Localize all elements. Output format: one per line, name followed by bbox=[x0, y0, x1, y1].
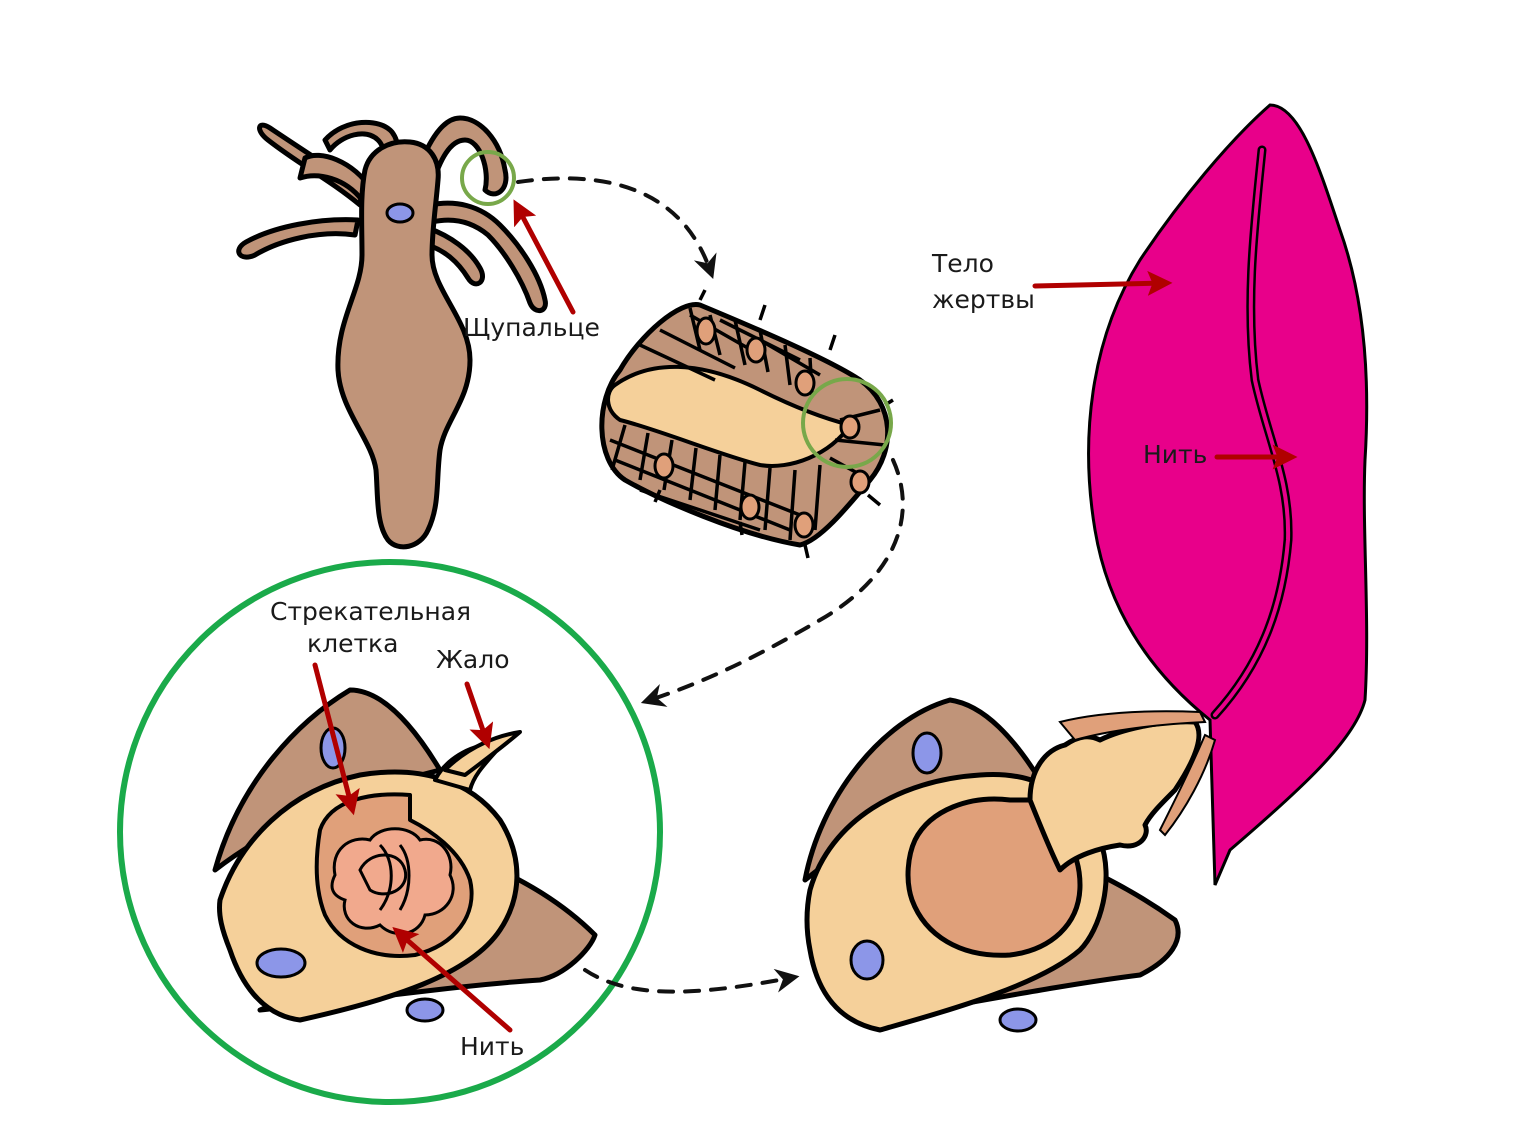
zoom-circle bbox=[117, 559, 663, 1105]
coiled-thread bbox=[330, 827, 455, 936]
tentacle-cross-section bbox=[599, 289, 894, 559]
prey-body-label-line1: Тело bbox=[931, 249, 994, 278]
discharged-nucleus-1 bbox=[911, 731, 943, 775]
prey-body-pointer-arrow bbox=[1032, 270, 1173, 296]
flow-arrow-1 bbox=[516, 176, 717, 280]
stinger-label: Жало bbox=[436, 645, 510, 674]
hydra-tentacles bbox=[236, 115, 548, 313]
stinging-cell-label-line2: клетка bbox=[307, 629, 398, 658]
stinger-pointer-arrow bbox=[464, 681, 494, 750]
undischarged-cnidocyte bbox=[212, 687, 598, 1023]
discharged-cnidocyte bbox=[802, 697, 1217, 1033]
cell-nucleus-3 bbox=[405, 997, 445, 1023]
tentacle-pointer-arrow bbox=[513, 199, 576, 315]
flow-arrow-2 bbox=[640, 458, 905, 707]
hydra-body bbox=[335, 139, 473, 550]
prey-body bbox=[1087, 103, 1369, 886]
tentacle-label: Щупальце bbox=[463, 313, 600, 342]
thread-cell-label: Нить bbox=[460, 1032, 524, 1061]
discharged-nucleus-3 bbox=[998, 1007, 1038, 1033]
tissue-cell-walls bbox=[609, 289, 894, 559]
stinger-barb-top bbox=[1058, 710, 1207, 742]
discharged-capsule bbox=[905, 796, 1083, 958]
discharged-nucleus-2 bbox=[849, 939, 885, 981]
stinger-barb-bottom bbox=[1158, 733, 1217, 837]
cell-highlight-circle bbox=[801, 377, 893, 469]
thread-prey-label: Нить bbox=[1143, 440, 1207, 469]
hydra-nucleus bbox=[385, 202, 415, 224]
cell-nucleus-2 bbox=[255, 947, 307, 979]
thread-cell-pointer-arrow bbox=[392, 927, 513, 1033]
tentacle-highlight-circle bbox=[460, 150, 516, 206]
tissue-cnidocytes bbox=[653, 316, 871, 539]
hydra bbox=[236, 115, 548, 550]
stinger-shape bbox=[443, 730, 522, 777]
prey-body-label-line2: жертвы bbox=[932, 285, 1035, 314]
stinging-cell-pointer-arrow bbox=[312, 662, 360, 816]
flow-arrow-3 bbox=[583, 968, 800, 994]
everted-stinger bbox=[1027, 719, 1202, 873]
stinging-cell-label-line1: Стрекательная bbox=[270, 597, 471, 626]
